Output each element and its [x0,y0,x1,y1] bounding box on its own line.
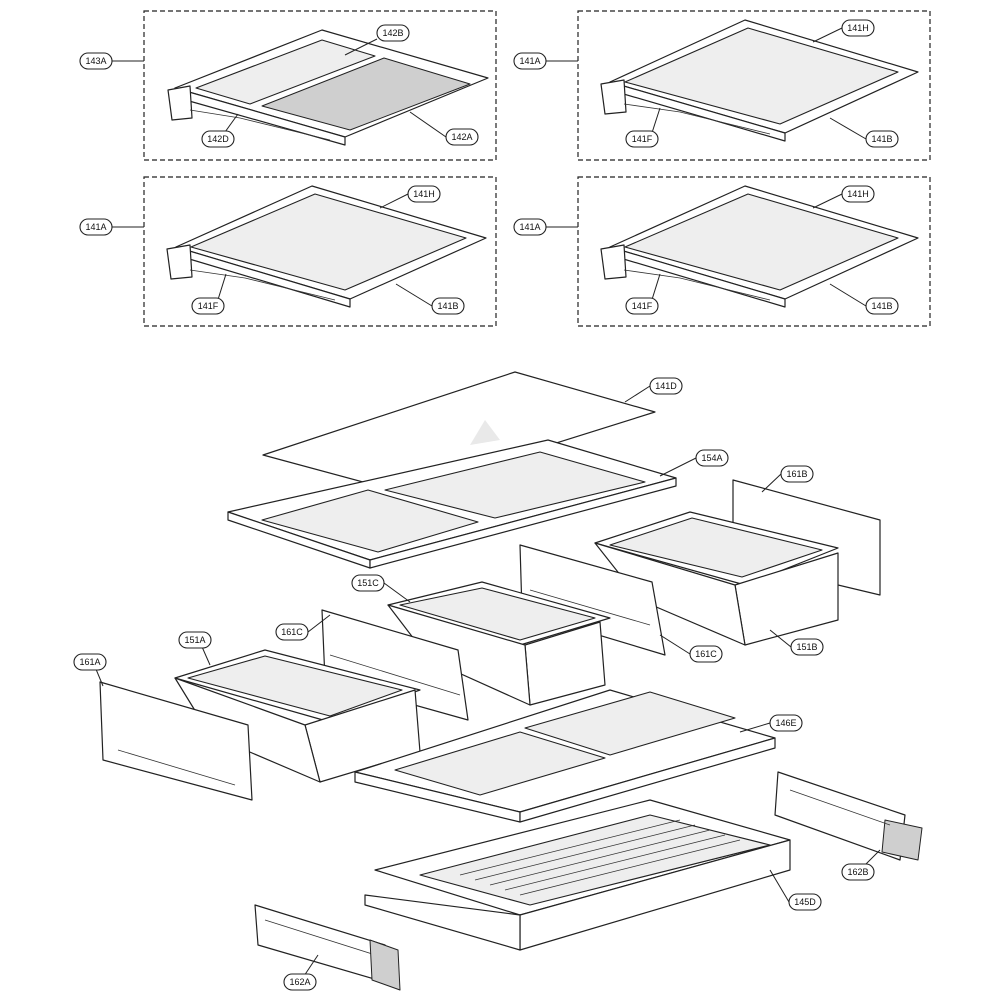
slide-rail-162A [254,904,401,991]
svg-text:151A: 151A [184,635,205,645]
crisper-drawer-middle [387,581,611,706]
svg-text:151B: 151B [796,642,817,652]
label-141B-left: 141B [431,297,465,315]
svg-text:161B: 161B [786,469,807,479]
dashed-frame [143,176,497,327]
svg-text:162B: 162B [847,867,868,877]
shelf-assembly-141A-left [143,176,497,327]
svg-text:162A: 162A [289,977,310,987]
crisper-cover-frame [227,439,677,569]
svg-text:145D: 145D [794,897,816,907]
label-141B-top: 141B [865,130,899,148]
dashed-frame [577,10,931,161]
shelf-assembly-143A [143,10,497,161]
label-161B: 161B [780,465,814,483]
svg-text:142A: 142A [451,132,472,142]
label-141F-left: 141F [191,297,225,315]
svg-text:141B: 141B [871,134,892,144]
svg-text:142D: 142D [207,134,229,144]
svg-text:141B: 141B [871,301,892,311]
label-151A: 151A [178,631,212,649]
label-162A: 162A [283,973,317,991]
label-141B-right: 141B [865,297,899,315]
label-161C-right: 161C [689,645,723,663]
dashed-frame [577,176,931,327]
glass-cover [262,371,656,493]
label-143A: 143A [79,52,113,70]
svg-text:141A: 141A [519,222,540,232]
label-161C-left: 161C [275,623,309,641]
slide-rail-162B [774,771,923,861]
label-141D: 141D [649,377,683,395]
svg-text:161C: 161C [695,649,717,659]
svg-text:161A: 161A [79,657,100,667]
svg-text:141H: 141H [847,23,869,33]
label-141F-top: 141F [625,130,659,148]
label-151C: 151C [351,574,385,592]
shelf-assembly-141A-right [577,176,931,327]
svg-text:151C: 151C [357,578,379,588]
svg-text:142B: 142B [382,28,403,38]
svg-text:141A: 141A [85,222,106,232]
label-141A-right: 141A [513,218,547,236]
shelf-frame-146E [354,689,776,823]
svg-text:141B: 141B [437,301,458,311]
shelf-assembly-141A-top [577,10,931,161]
svg-text:141A: 141A [519,56,540,66]
divider-panel-left [321,609,469,721]
label-151B: 151B [790,638,824,656]
label-141A-top: 141A [513,52,547,70]
svg-text:141H: 141H [413,189,435,199]
label-142A: 142A [445,128,479,146]
label-162B: 162B [841,863,875,881]
svg-text:141F: 141F [198,301,219,311]
svg-text:141H: 141H [847,189,869,199]
svg-text:161C: 161C [281,627,303,637]
label-141H-left: 141H [407,185,441,203]
svg-text:154A: 154A [701,453,722,463]
label-141H-top: 141H [841,19,875,37]
label-142D: 142D [201,130,235,148]
svg-text:146E: 146E [775,718,796,728]
svg-text:141D: 141D [655,381,677,391]
svg-text:141F: 141F [632,134,653,144]
divider-panel-right [519,544,666,656]
svg-text:141F: 141F [632,301,653,311]
crisper-drawer-right [594,479,881,646]
label-142B: 142B [376,24,410,42]
label-141A-left: 141A [79,218,113,236]
label-145D: 145D [788,893,822,911]
bottom-drawer-145D [364,799,791,951]
label-146E: 146E [769,714,803,732]
dashed-frame [143,10,497,161]
label-161A: 161A [73,653,107,671]
crisper-drawer-left [174,649,421,783]
side-panel-161A [99,681,253,801]
label-141F-right: 141F [625,297,659,315]
label-154A: 154A [695,449,729,467]
svg-text:143A: 143A [85,56,106,66]
label-141H-right: 141H [841,185,875,203]
